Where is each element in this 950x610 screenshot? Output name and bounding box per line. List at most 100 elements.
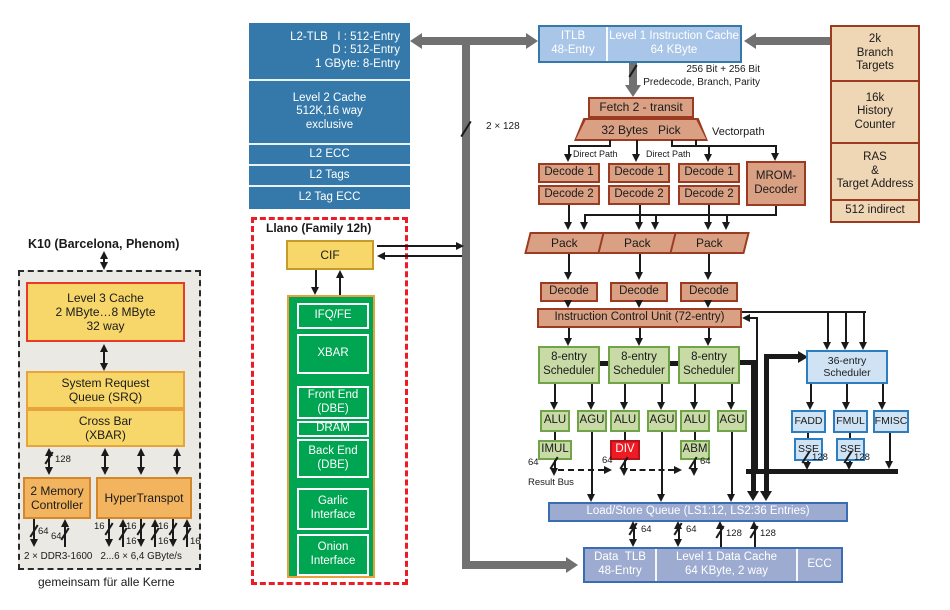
divider (249, 79, 410, 81)
line (845, 311, 847, 344)
load-store-queue: Load/Store Queue (LS1:12, LS2:36 Entries… (548, 502, 848, 522)
line (720, 528, 722, 547)
history-counter-cell: 16k History Counter (854, 91, 896, 131)
llano-region (251, 217, 408, 585)
line (639, 254, 641, 272)
divider (832, 142, 918, 144)
line (708, 205, 710, 222)
instruction-control-unit: Instruction Control Unit (72-entry) (537, 308, 742, 328)
hypertransport-box: HyperTranspot (96, 477, 192, 519)
arrowhead (690, 468, 698, 476)
line (377, 245, 456, 247)
arrowhead (550, 402, 558, 410)
line (751, 360, 756, 491)
arrowhead (100, 262, 108, 270)
scheduler-8entry: 8-entry Scheduler (538, 346, 600, 384)
xbar-box: Cross Bar (XBAR) (26, 409, 185, 447)
line (695, 140, 697, 146)
arrowhead (173, 448, 181, 456)
l2-cache-block: L2-TLB I : 512-Entry D : 512-Entry 1 GBy… (249, 23, 410, 209)
width-label: 16 (190, 536, 201, 547)
divider (655, 549, 657, 581)
line (695, 145, 777, 147)
width-label: 128 (726, 528, 742, 539)
bus (422, 37, 526, 45)
divider (832, 199, 918, 201)
scheduler-36entry: 36-entry Scheduler (806, 350, 888, 384)
vectorpath-label: Vectorpath (712, 126, 765, 138)
width-label: 64 (700, 456, 711, 467)
line (154, 525, 156, 547)
arrowhead (845, 462, 853, 470)
forward-line (630, 469, 674, 471)
line (554, 384, 556, 403)
pack-cell: Pack (597, 234, 675, 252)
line (754, 528, 756, 547)
arrowhead (841, 342, 849, 350)
line (661, 432, 663, 494)
fmul-box: FMUL (833, 410, 868, 433)
arrowhead (604, 466, 612, 474)
line (103, 256, 105, 264)
imul-box: IMUL (538, 440, 572, 460)
arrowhead (632, 154, 640, 162)
arrowhead (61, 519, 69, 527)
arrowhead (526, 33, 538, 49)
bus (462, 561, 566, 569)
cif-box: CIF (286, 240, 374, 270)
arrowhead (878, 402, 886, 410)
arrowhead (635, 300, 643, 308)
arrowhead (620, 402, 628, 410)
width-label: 64 (686, 524, 697, 535)
line (708, 147, 710, 154)
arrowhead (750, 521, 758, 529)
arrowhead (566, 557, 578, 573)
abm-box: ABM (680, 440, 710, 460)
arrowhead (704, 300, 712, 308)
line (678, 527, 680, 540)
line (64, 525, 66, 547)
arrowhead (151, 519, 159, 527)
width-label: 128 (55, 454, 71, 465)
width-label: 64 (38, 526, 49, 537)
sse-box: SSE (836, 438, 865, 461)
line (176, 453, 178, 469)
fetch-pick-label: 32 Bytes Pick (576, 120, 706, 139)
fetch-pick-trapezoid: 32 Bytes Pick (574, 118, 708, 141)
arrowhead (727, 494, 735, 502)
arrowhead (651, 222, 659, 230)
arrowhead (173, 467, 181, 475)
l1i-cell: Level 1 Instruction Cache 64 KByte (609, 30, 739, 56)
arrowhead (183, 519, 191, 527)
line (554, 460, 556, 469)
arrowhead (690, 402, 698, 410)
decode2-box: Decode 2 (538, 185, 600, 205)
line (591, 384, 593, 403)
shared-note: gemeinsam für alle Kerne (38, 575, 175, 589)
width-label: 16 (158, 521, 169, 532)
onion-interface-box: Onion Interface (297, 534, 369, 576)
arrowhead (550, 468, 558, 476)
arrowhead (119, 519, 127, 527)
decode-box: Decode (610, 282, 668, 302)
scheduler-8entry: 8-entry Scheduler (608, 346, 670, 384)
arrowhead (727, 402, 735, 410)
arrowhead (45, 448, 53, 456)
line (568, 328, 570, 338)
arrowhead (803, 462, 811, 470)
line (600, 361, 608, 366)
width-label: 128 (760, 528, 776, 539)
line (584, 216, 586, 222)
fadd-box: FADD (791, 410, 826, 433)
line (726, 216, 728, 222)
line (708, 328, 710, 338)
line (122, 525, 124, 547)
line (186, 525, 188, 547)
arrowhead (169, 539, 177, 547)
arrowhead (842, 402, 850, 410)
l2-cache-cell: Level 2 Cache 512K,16 way exclusive (249, 81, 410, 143)
line (731, 384, 733, 403)
div-box: DIV (610, 440, 640, 460)
line (554, 432, 556, 440)
